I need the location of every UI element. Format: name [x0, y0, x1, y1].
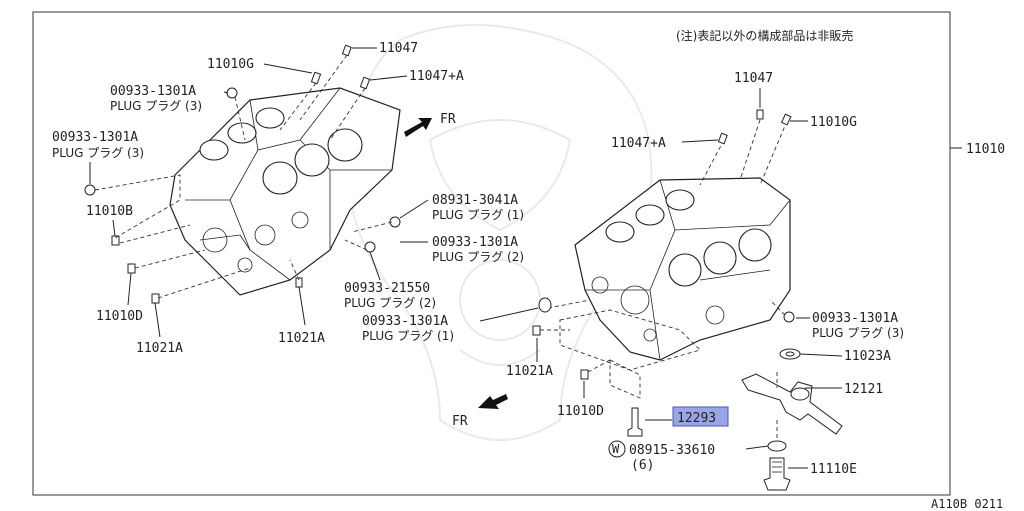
- label-plug1a-num[interactable]: 08931-3041A: [432, 193, 518, 208]
- fr-label-upper: FR: [440, 112, 456, 127]
- label-11047-left[interactable]: 11047: [379, 41, 418, 56]
- label-plug2a-num[interactable]: 00933-1301A: [432, 235, 518, 250]
- label-11110e[interactable]: 11110E: [810, 462, 857, 477]
- label-plug2b-num[interactable]: 00933-21550: [344, 281, 430, 296]
- label-11010d-right[interactable]: 11010D: [557, 404, 604, 419]
- label-plug3c-num[interactable]: 00933-1301A: [812, 311, 898, 326]
- label-plug1a-desc: PLUG プラグ (1): [432, 208, 524, 222]
- highlight-12293[interactable]: [672, 406, 729, 427]
- washer-symbol-circle: [608, 440, 626, 458]
- label-11021a-left-b[interactable]: 11021A: [278, 331, 325, 346]
- left-cylinder-block: [169, 87, 401, 296]
- label-plug2b-desc: PLUG プラグ (2): [344, 296, 436, 310]
- label-11023a[interactable]: 11023A: [844, 349, 891, 364]
- label-12293[interactable]: 12293: [677, 411, 716, 426]
- label-plug3b-num[interactable]: 00933-1301A: [52, 130, 138, 145]
- right-small-parts: [532, 109, 795, 380]
- label-11010[interactable]: 11010: [966, 142, 1005, 157]
- label-11021a-left-a[interactable]: 11021A: [136, 341, 183, 356]
- left-dashed-guides: [94, 54, 393, 299]
- label-plug2a-desc: PLUG プラグ (2): [432, 250, 524, 264]
- label-bolt-qty: (6): [631, 458, 654, 473]
- diagram-frame: [32, 11, 951, 496]
- label-11010d-left[interactable]: 11010D: [96, 309, 143, 324]
- label-11010g-right[interactable]: 11010G: [810, 115, 857, 130]
- label-plug3b-desc: PLUG プラグ (3): [52, 146, 144, 160]
- label-11010g-left[interactable]: 11010G: [207, 57, 254, 72]
- pump-bracket-assembly: [627, 348, 843, 491]
- label-11047-right[interactable]: 11047: [734, 71, 773, 86]
- label-11010b[interactable]: 11010B: [86, 204, 133, 219]
- label-11021a-right[interactable]: 11021A: [506, 364, 553, 379]
- label-plug3a-num[interactable]: 00933-1301A: [110, 84, 196, 99]
- label-bolt-num[interactable]: 08915-33610: [629, 443, 715, 458]
- label-12121[interactable]: 12121: [844, 382, 883, 397]
- fr-arrow-lower: FR: [452, 394, 508, 429]
- label-plug3c-desc: PLUG プラグ (3): [812, 326, 904, 340]
- fr-arrow-upper: FR: [404, 112, 456, 137]
- label-11047a-right[interactable]: 11047+A: [611, 136, 666, 151]
- label-plug1b-num[interactable]: 00933-1301A: [362, 314, 448, 329]
- right-dashed-guides: [540, 119, 788, 399]
- washer-symbol: W: [612, 442, 620, 456]
- label-11047a-left[interactable]: 11047+A: [409, 69, 464, 84]
- figure-code: A110B 0211: [931, 497, 1003, 511]
- fr-label-lower: FR: [452, 414, 468, 429]
- label-plug3a-desc: PLUG プラグ (3): [110, 99, 202, 113]
- label-plug1b-desc: PLUG プラグ (1): [362, 329, 454, 343]
- right-cylinder-block: [574, 177, 791, 361]
- note-text: (注)表記以外の構成部品は非販売: [676, 28, 853, 43]
